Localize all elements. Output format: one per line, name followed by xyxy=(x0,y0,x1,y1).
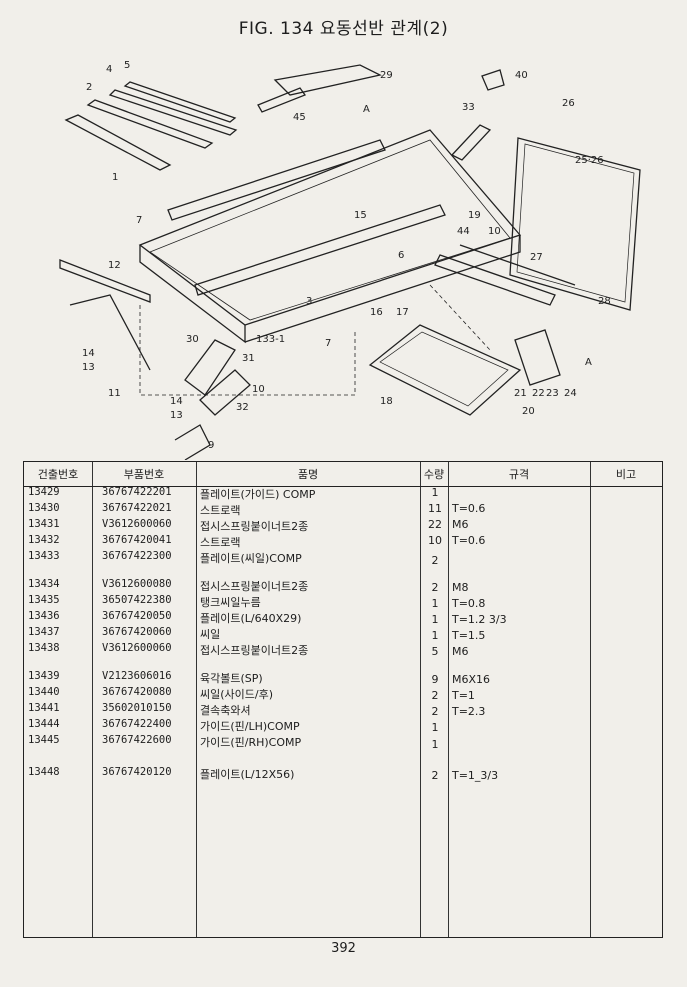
callout-label: 3 xyxy=(306,296,312,307)
page-title: FIG. 134 요동선반 관계(2) xyxy=(238,19,449,39)
callout-label: 20 xyxy=(522,406,535,417)
callout-label: 25·26 xyxy=(575,155,604,166)
diagram-linework xyxy=(59,64,641,460)
header-quantity: 수량 xyxy=(423,468,445,481)
callout-label: 21 xyxy=(514,388,527,399)
callout-label: 40 xyxy=(515,70,528,81)
callout-label: 7 xyxy=(136,215,142,226)
callout-label: 18 xyxy=(380,396,393,407)
callout-label: 133-1 xyxy=(256,334,285,345)
callout-label: 2 xyxy=(86,82,92,93)
callout-label: 44 xyxy=(457,226,470,237)
callout-label: 14 xyxy=(170,396,183,407)
callout-label: 23 xyxy=(546,388,559,399)
callout-label: 10 xyxy=(488,226,501,237)
callout-label: 33 xyxy=(462,102,475,113)
callout-label: 6 xyxy=(398,250,404,261)
header-specification: 규격 xyxy=(508,468,530,481)
column-divider xyxy=(590,462,591,937)
callout-label: 24 xyxy=(564,388,577,399)
callout-label: 14 xyxy=(82,348,95,359)
callout-label: 7 xyxy=(325,338,331,349)
callout-label: 26 xyxy=(562,98,575,109)
callout-label: 12 xyxy=(108,260,121,271)
callout-label: 31 xyxy=(242,353,255,364)
callout-label: 29 xyxy=(380,70,393,81)
exploded-parts-diagram: 29 40 4 5 2 33 26 1 45 25·26 A 7 15 19 4… xyxy=(0,40,687,460)
callout-label: A xyxy=(585,357,592,368)
callout-label: 15 xyxy=(354,210,367,221)
callout-label: 4 xyxy=(106,64,112,75)
column-divider xyxy=(196,462,197,937)
diagram-callouts: 29 40 4 5 2 33 26 1 45 25·26 A 7 15 19 4… xyxy=(82,60,611,451)
callout-label: 45 xyxy=(293,112,306,123)
header-part-no: 부품번호 xyxy=(123,468,165,481)
callout-label: 22 xyxy=(532,388,545,399)
column-divider xyxy=(420,462,421,937)
column-divider xyxy=(92,462,93,937)
callout-label: A xyxy=(363,104,370,115)
callout-label: 9 xyxy=(208,440,214,451)
diagram-drawing: 29 40 4 5 2 33 26 1 45 25·26 A 7 15 19 4… xyxy=(59,60,641,460)
header-construction-no: 건출번호 xyxy=(37,468,79,481)
callout-label: 1 xyxy=(112,172,118,183)
page-number: 392 xyxy=(331,941,356,956)
callout-label: 28 xyxy=(598,296,611,307)
callout-label: 13 xyxy=(170,410,183,421)
column-divider xyxy=(448,462,449,937)
table-header: 건출번호 부품번호 품명 수량 규격 비고 xyxy=(24,462,662,487)
header-part-name: 품명 xyxy=(297,468,319,481)
callout-label: 13 xyxy=(82,362,95,373)
header-remarks: 비고 xyxy=(615,468,637,481)
callout-label: 30 xyxy=(186,334,199,345)
callout-label: 17 xyxy=(396,307,409,318)
callout-label: 19 xyxy=(468,210,481,221)
callout-label: 32 xyxy=(236,402,249,413)
callout-label: 16 xyxy=(370,307,383,318)
callout-label: 5 xyxy=(124,60,130,71)
callout-label: 11 xyxy=(108,388,121,399)
callout-label: 27 xyxy=(530,252,543,263)
callout-label: 10 xyxy=(252,384,265,395)
